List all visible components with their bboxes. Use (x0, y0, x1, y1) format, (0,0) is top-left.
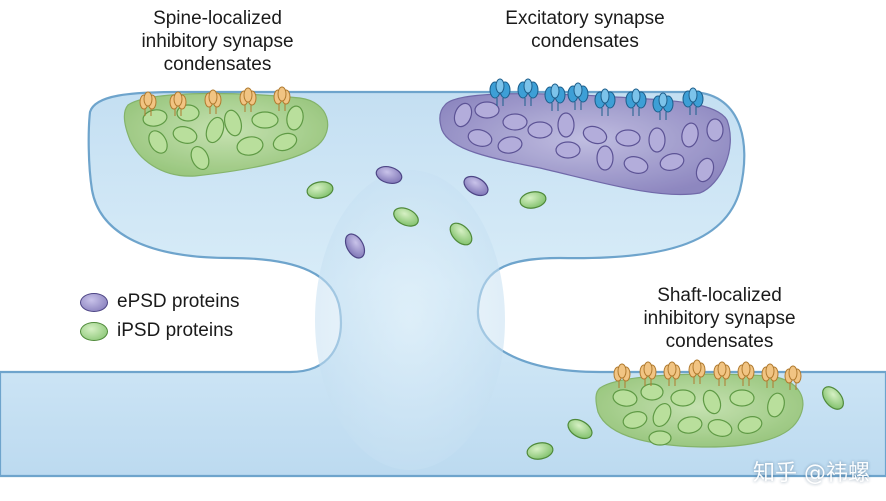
excitatory-label-line-2: condensates (531, 31, 639, 52)
ipsd-swatch (80, 321, 108, 341)
excitatory-condensate-label: Excitatory synapse condensates (470, 7, 700, 53)
spine-label-line-1: Spine-localized (153, 8, 282, 29)
spine-condensate-label: Spine-localized inhibitory synapse conde… (110, 7, 325, 76)
excitatory-epsd-droplets (453, 101, 724, 183)
shaft-label-line-1: Shaft-localized (657, 285, 782, 306)
spine-inhibitory-receptors (139, 86, 291, 116)
legend-ipsd-label: iPSD proteins (117, 320, 234, 341)
shaft-inhibitory-receptors (613, 359, 802, 390)
legend-epsd: ePSD proteins (80, 289, 240, 315)
shaft-condensate-label: Shaft-localized inhibitory synapse conde… (612, 284, 827, 353)
watermark: 知乎 @祎螺 (753, 461, 870, 486)
excitatory-receptors (489, 78, 704, 120)
shaft-label-line-3: condensates (665, 331, 774, 352)
legend-epsd-label: ePSD proteins (117, 291, 240, 312)
excitatory-label-line-1: Excitatory synapse (505, 8, 665, 29)
epsd-swatch (80, 292, 108, 312)
legend-ipsd: iPSD proteins (80, 318, 233, 344)
free-ipsd-proteins (306, 181, 844, 460)
spine-label-line-3: condensates (163, 54, 272, 75)
spine-label-line-2: inhibitory synapse (141, 31, 294, 52)
spine-ipsd-droplets (142, 104, 304, 170)
shaft-ipsd-droplets (612, 383, 785, 446)
free-epsd-proteins (344, 165, 489, 259)
shaft-label-line-2: inhibitory synapse (643, 308, 796, 329)
